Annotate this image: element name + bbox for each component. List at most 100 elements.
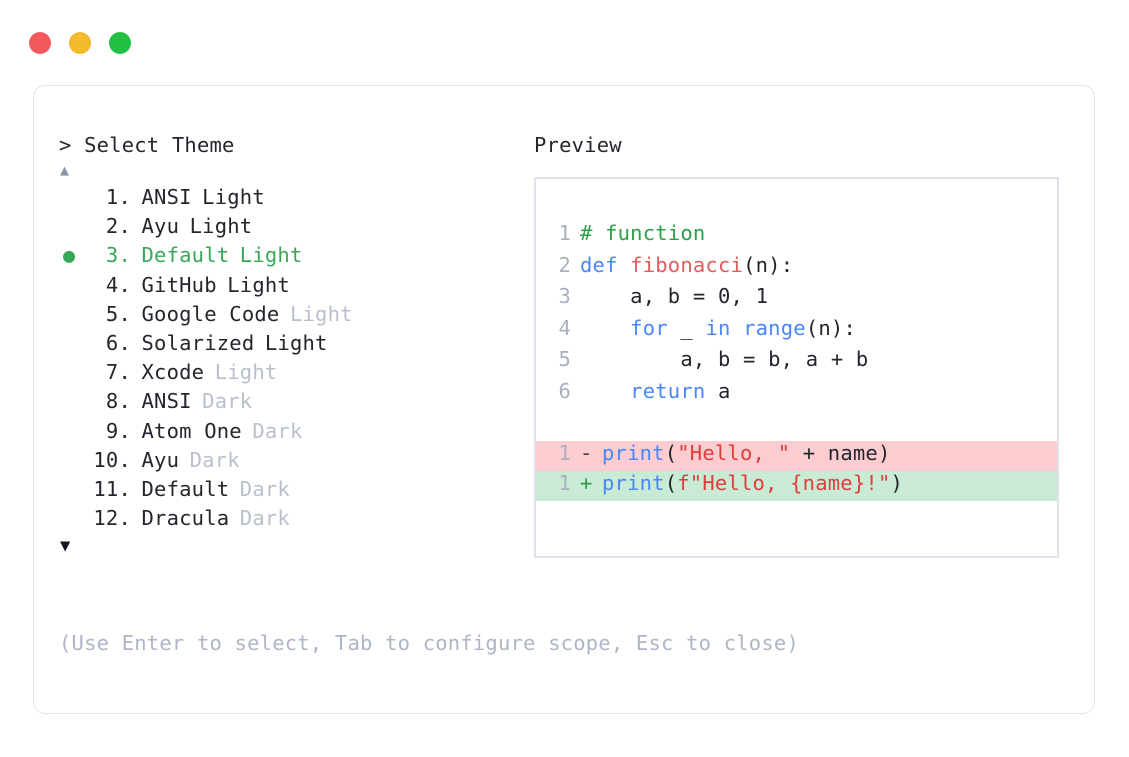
theme-item-number: 8. bbox=[93, 389, 131, 414]
diff-line-added: 1+print(f"Hello, {name}!") bbox=[536, 471, 1057, 501]
code-token: print bbox=[602, 471, 665, 495]
theme-item-variant: Light bbox=[264, 330, 328, 355]
code-token: ) bbox=[890, 471, 904, 495]
diff-block: 1-print("Hello, " + name)1+print(f"Hello… bbox=[536, 441, 1057, 501]
code-line: 4 for _ in range(n): bbox=[536, 316, 1057, 348]
theme-item-name: ANSI bbox=[141, 185, 192, 209]
theme-item-number: 5. bbox=[93, 301, 131, 326]
code-token: a, b = 0, 1 bbox=[580, 284, 769, 308]
theme-item-name: GitHub bbox=[141, 272, 217, 297]
window-controls bbox=[29, 32, 131, 54]
theme-list-item[interactable]: 8. ANSI Dark bbox=[59, 389, 529, 418]
code-token: (n): bbox=[805, 315, 856, 340]
code-token bbox=[580, 316, 630, 340]
code-line-number: 4 bbox=[558, 315, 571, 340]
code-token bbox=[731, 316, 744, 340]
theme-item-variant: Dark bbox=[239, 476, 290, 501]
diff-line-removed: 1-print("Hello, " + name) bbox=[536, 441, 1057, 471]
theme-item-number: 1. bbox=[93, 185, 131, 209]
diff-sign: - bbox=[580, 441, 593, 465]
theme-item-variant: Light bbox=[289, 301, 353, 326]
theme-list-item[interactable]: 1. ANSI Light bbox=[59, 185, 529, 214]
theme-item-number: 10. bbox=[93, 447, 131, 472]
theme-item-number: 3. bbox=[93, 243, 131, 268]
code-line-content: for _ in range(n): bbox=[580, 316, 856, 340]
keyboard-hint-text: (Use Enter to select, Tab to configure s… bbox=[59, 631, 799, 655]
theme-item-variant: Dark bbox=[252, 418, 303, 443]
code-token: fibonacci bbox=[630, 252, 744, 277]
code-token: _ bbox=[667, 315, 706, 340]
theme-item-name: Default bbox=[141, 476, 230, 501]
code-token: + name) bbox=[790, 441, 891, 465]
maximize-window-icon[interactable] bbox=[109, 32, 131, 54]
theme-item-variant: Dark bbox=[202, 389, 253, 414]
theme-item-number: 2. bbox=[93, 214, 131, 239]
theme-item-name: Default bbox=[141, 243, 230, 268]
theme-item-number: 7. bbox=[93, 360, 131, 385]
code-line-content: # function bbox=[580, 221, 705, 245]
code-token: a bbox=[705, 378, 731, 403]
theme-list-item[interactable]: 4. GitHub Light bbox=[59, 273, 529, 302]
code-token: # function bbox=[580, 221, 706, 245]
theme-item-name: ANSI bbox=[141, 389, 192, 414]
code-line-content: a, b = 0, 1 bbox=[580, 284, 768, 308]
theme-item-variant: Light bbox=[189, 214, 253, 239]
code-token: for bbox=[630, 315, 668, 340]
theme-item-number: 4. bbox=[93, 272, 131, 297]
code-token: def bbox=[580, 252, 631, 277]
theme-item-variant: Dark bbox=[189, 447, 240, 472]
scroll-down-icon[interactable]: ▼ bbox=[60, 536, 71, 557]
code-line-number: 1 bbox=[558, 221, 571, 245]
code-line: 1 # function bbox=[536, 221, 1057, 253]
code-line-number: 5 bbox=[558, 347, 571, 371]
theme-item-variant: Light bbox=[202, 185, 265, 209]
select-theme-prompt: > Select Theme bbox=[59, 133, 235, 157]
theme-item-name: Google Code bbox=[141, 301, 280, 326]
theme-list-item[interactable]: 11. Default Dark bbox=[59, 477, 529, 506]
code-line-content: return a bbox=[580, 379, 731, 403]
minimize-window-icon[interactable] bbox=[69, 32, 91, 54]
theme-item-variant: Light bbox=[227, 272, 290, 297]
code-line: 6 return a bbox=[536, 379, 1057, 411]
theme-item-number: 9. bbox=[93, 418, 131, 443]
diff-sign: + bbox=[580, 471, 593, 495]
window-titlebar bbox=[0, 0, 1129, 76]
diff-line-number: 1 bbox=[558, 441, 571, 465]
diff-line-number: 1 bbox=[558, 471, 571, 495]
theme-item-name: Atom One bbox=[141, 418, 242, 443]
code-token bbox=[580, 379, 630, 403]
code-line: 5 a, b = b, a + b bbox=[536, 347, 1057, 379]
code-line-content: a, b = b, a + b bbox=[580, 347, 868, 371]
theme-list-item[interactable]: 5. Google Code Light bbox=[59, 302, 529, 331]
diff-line-content: print("Hello, " + name) bbox=[602, 441, 891, 465]
close-window-icon[interactable] bbox=[29, 32, 51, 54]
selected-bullet-icon: ● bbox=[63, 243, 76, 268]
code-spacer bbox=[536, 410, 1057, 441]
code-token: ( bbox=[664, 441, 678, 465]
code-token: (n): bbox=[743, 252, 794, 277]
code-line-content: def fibonacci(n): bbox=[580, 253, 793, 277]
code-token: print bbox=[602, 441, 665, 465]
code-token: f"Hello, {name}!" bbox=[677, 471, 891, 495]
theme-item-number: 11. bbox=[93, 476, 131, 501]
theme-item-name: Dracula bbox=[141, 506, 230, 531]
code-token: "Hello, " bbox=[677, 441, 791, 465]
scroll-up-icon[interactable]: ▲ bbox=[60, 161, 70, 179]
theme-item-name: Ayu bbox=[141, 214, 180, 239]
theme-list-item[interactable]: 9. Atom One Dark bbox=[59, 419, 529, 448]
theme-item-number: 6. bbox=[93, 330, 131, 355]
code-token: a, b = b, a + b bbox=[580, 347, 869, 371]
theme-list-item[interactable]: 2. Ayu Light bbox=[59, 214, 529, 243]
